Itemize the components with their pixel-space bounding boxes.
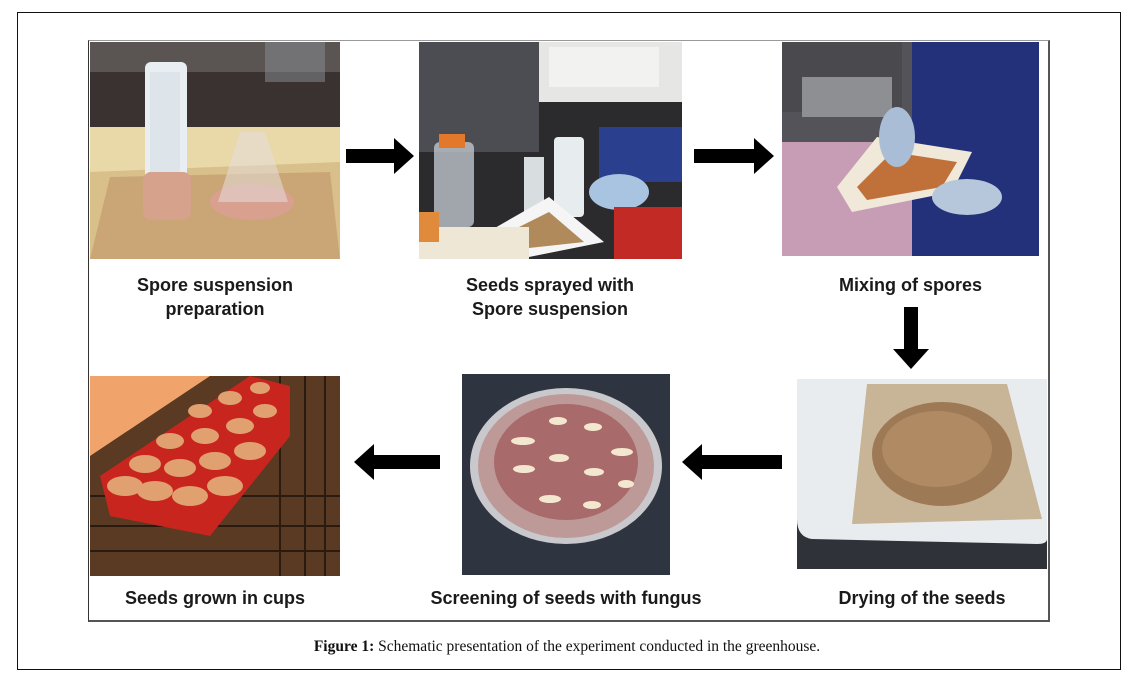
label-line: Seeds sprayed with	[465, 275, 635, 295]
arrow-left-icon	[354, 444, 440, 480]
step-label-mixing-spores: Mixing of spores	[782, 273, 1039, 297]
figure-caption: Figure 1: Schematic presentation of the …	[0, 638, 1134, 656]
arrow-down-icon	[893, 307, 929, 369]
label-line: preparation	[165, 299, 265, 319]
seed-cups-photo	[90, 376, 340, 576]
mixing-spores-photo	[782, 42, 1039, 256]
label-line: Drying of the seeds	[838, 588, 1006, 608]
seeds-sprayed-photo	[419, 42, 682, 259]
caption-text: Schematic presentation of the experiment…	[374, 638, 821, 655]
caption-prefix: Figure 1:	[313, 638, 375, 655]
label-line: Screening of seeds with fungus	[430, 588, 702, 608]
label-line: Mixing of spores	[838, 275, 982, 295]
step-label-spore-suspension: Spore suspension preparation	[90, 273, 340, 321]
drying-seeds-photo	[797, 379, 1047, 569]
label-line: Spore suspension	[136, 275, 294, 295]
label-line: Seeds grown in cups	[124, 588, 306, 608]
label-line: Spore suspension	[471, 299, 629, 319]
arrow-right-icon	[694, 138, 774, 174]
arrow-left-icon	[682, 444, 782, 480]
step-label-drying-seeds: Drying of the seeds	[797, 586, 1047, 610]
step-label-seeds-grown: Seeds grown in cups	[90, 586, 340, 610]
arrow-right-icon	[346, 138, 414, 174]
step-label-seeds-sprayed: Seeds sprayed with Spore suspension	[415, 273, 685, 321]
petri-dish-photo	[462, 374, 670, 575]
spore-suspension-photo	[90, 42, 340, 259]
step-label-screening: Screening of seeds with fungus	[416, 586, 716, 610]
